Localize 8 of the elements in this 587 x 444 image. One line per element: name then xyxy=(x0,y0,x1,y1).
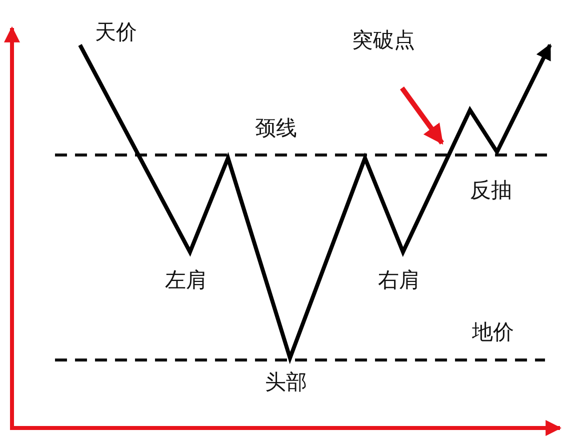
chart-label: 反抽 xyxy=(470,178,512,202)
chart-label: 头部 xyxy=(265,370,307,394)
chart-label: 天价 xyxy=(95,20,137,44)
chart-label: 右肩 xyxy=(378,268,420,292)
chart-label: 左肩 xyxy=(165,268,207,292)
chart-label: 突破点 xyxy=(352,28,415,52)
chart-label: 颈线 xyxy=(255,116,297,140)
chart-label: 地价 xyxy=(472,320,514,344)
